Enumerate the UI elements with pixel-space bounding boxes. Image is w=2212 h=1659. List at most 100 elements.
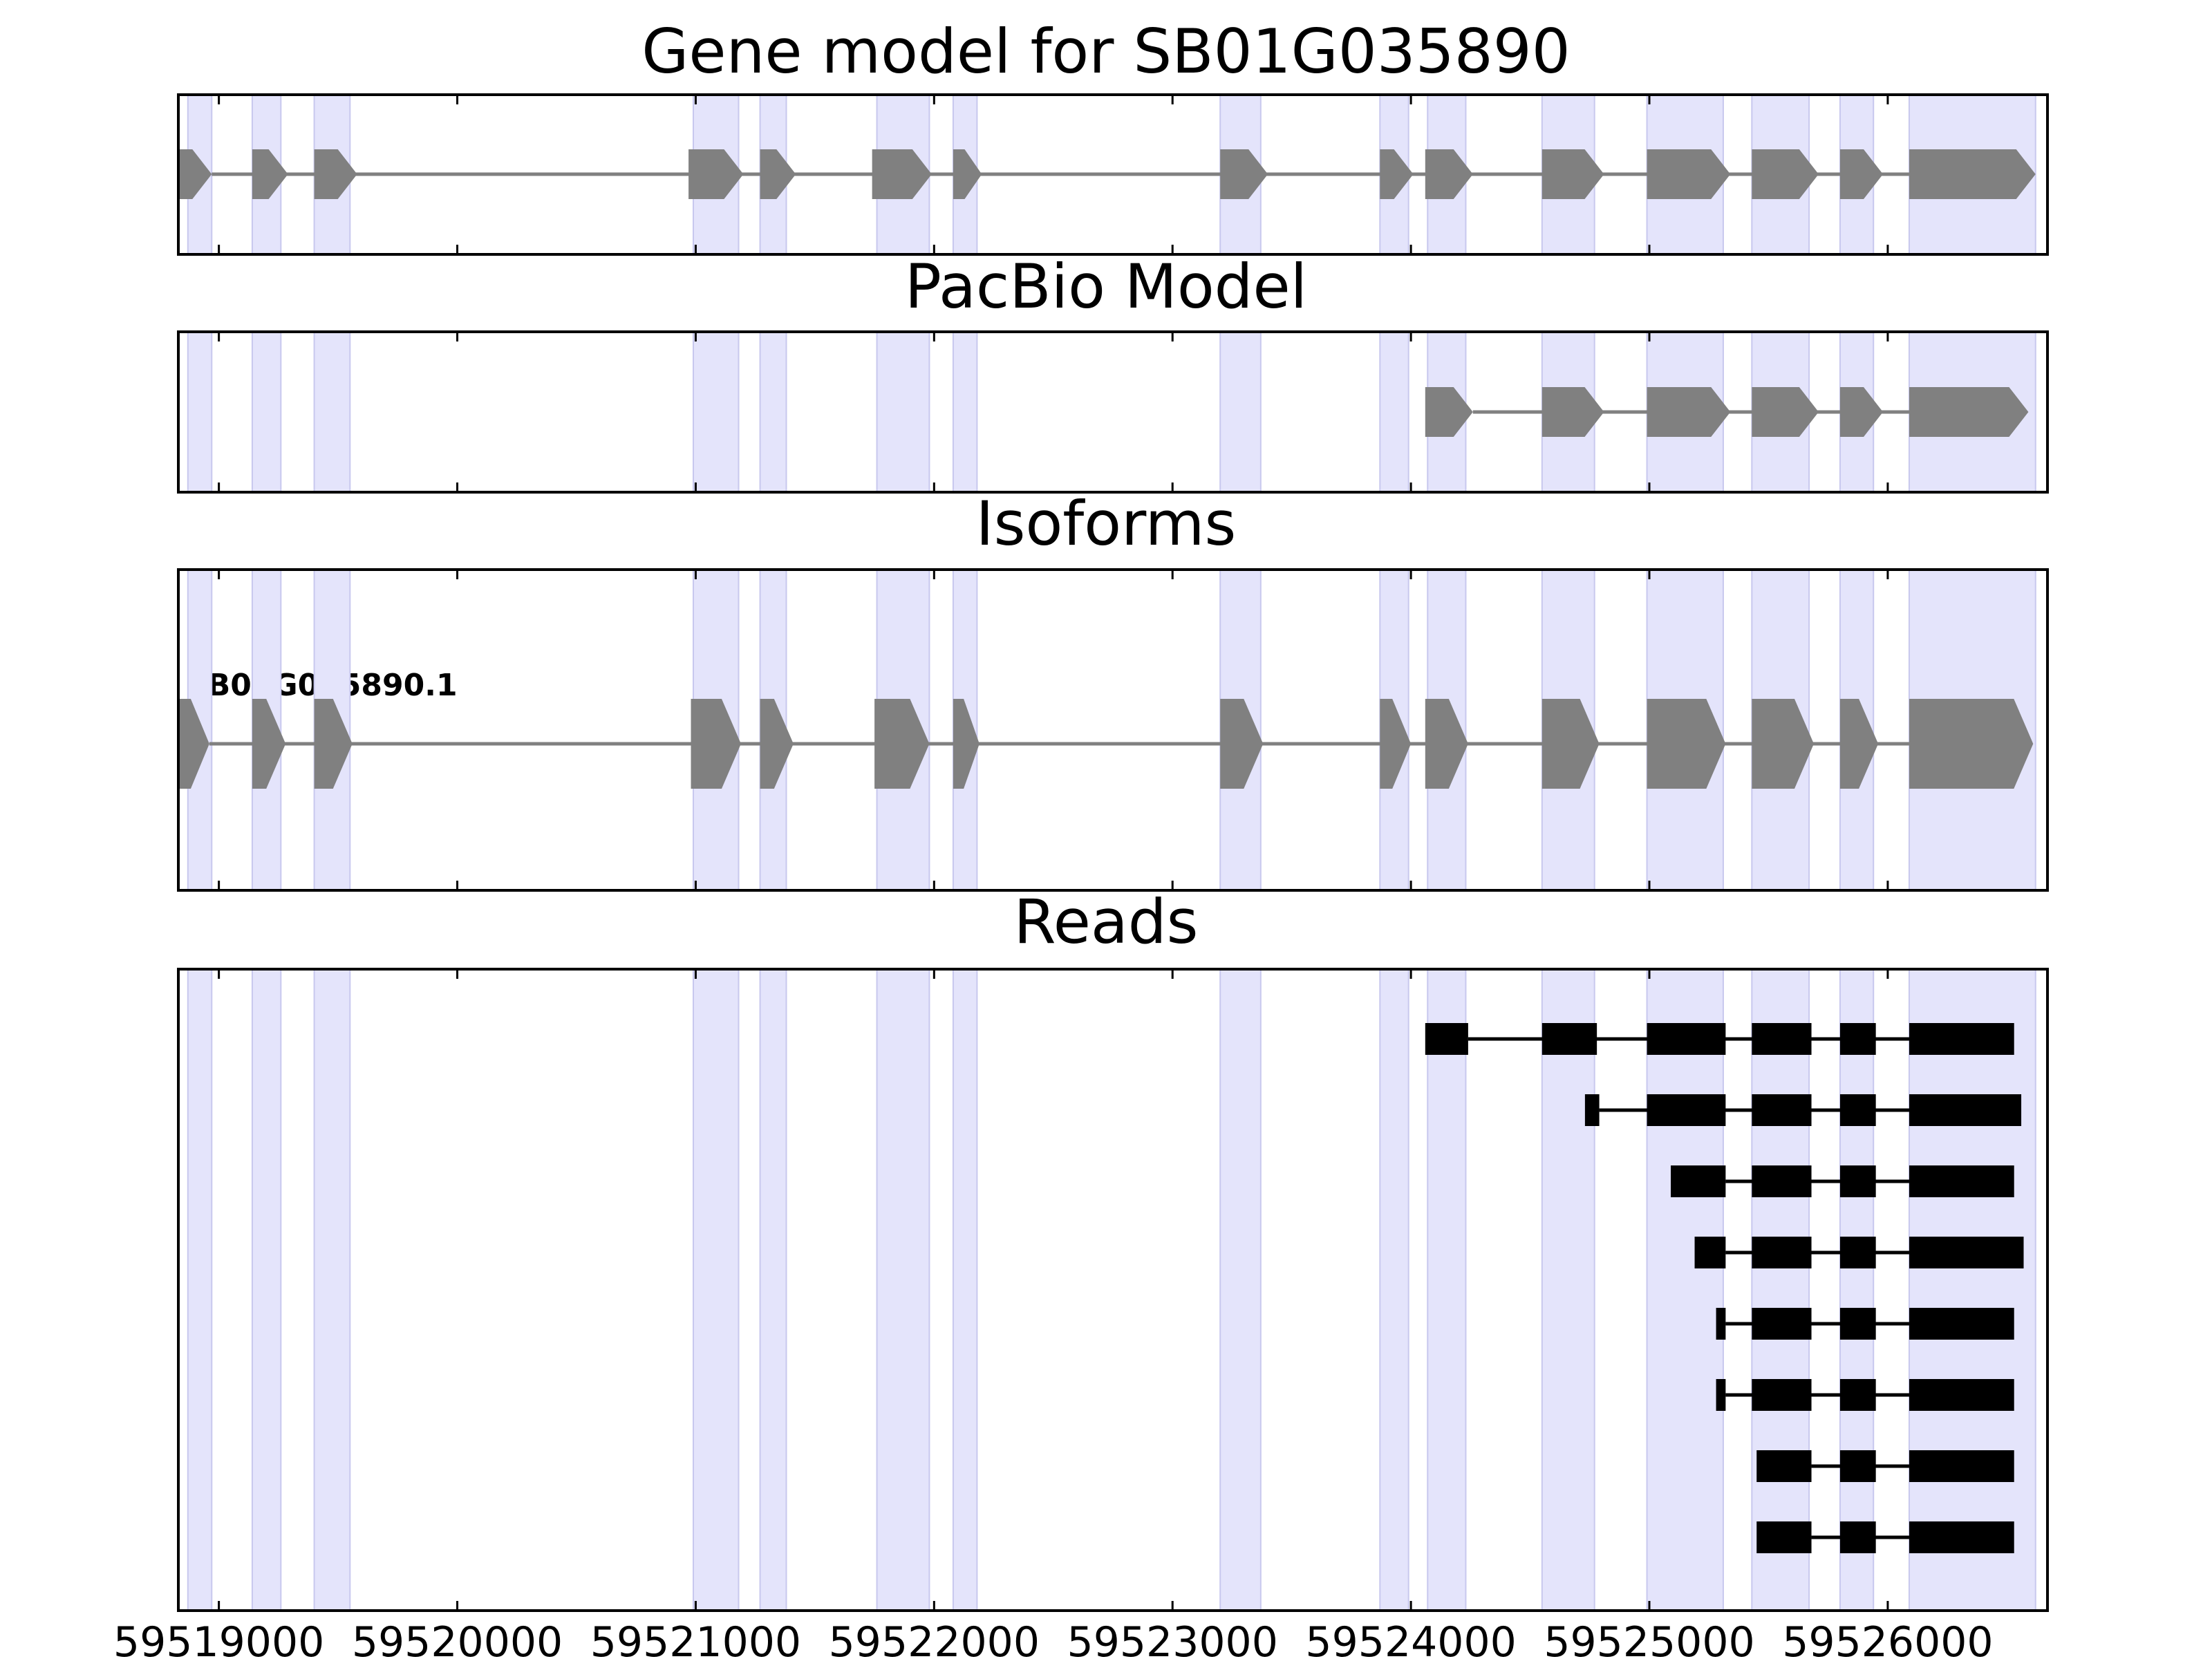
exon-band [187,968,213,1611]
read-exon [1647,1023,1726,1055]
read-exon [1909,1521,2014,1553]
read-exon [1584,1094,1600,1126]
read-exon [1752,1308,1812,1340]
read-exon [1839,1521,1876,1553]
exon-band [876,331,930,493]
read-exon [1752,1094,1812,1126]
exon-arrow [1839,699,1879,789]
read-exon [1909,1165,2014,1197]
exon-arrow [1647,387,1731,437]
exon-arrow [1752,699,1814,789]
reads-frame [177,968,2049,1612]
exon-arrow [688,149,744,199]
exon-band [1379,968,1409,1611]
read-track [1671,1165,2014,1197]
read-exon [1716,1379,1726,1411]
exon-arrow [953,699,980,789]
exon-band [1751,968,1810,1611]
exon-arrow [1220,149,1268,199]
exon-band [1646,968,1724,1611]
read-exon [1752,1165,1812,1197]
pacbio-model-title: PacBio Model [905,251,1307,322]
x-tick-label: 59524000 [1305,1618,1516,1659]
exon-arrow [314,699,353,789]
exon-arrow [1752,387,1819,437]
read-exon [1839,1237,1876,1268]
exon-band [876,968,930,1611]
exon-band [692,968,740,1611]
gene-model-frame [177,93,2049,256]
read-exon [1839,1165,1876,1197]
read-exon [1839,1094,1876,1126]
exon-arrow [1909,149,2036,199]
exon-arrow [1425,387,1473,437]
exon-band [1379,331,1409,493]
exon-band [692,331,740,493]
exon-band [1219,331,1262,493]
exon-band [952,331,978,493]
x-tick-label: 59523000 [1067,1618,1278,1659]
exon-arrow [1909,699,2034,789]
exon-band [1541,968,1595,1611]
exon-band [313,968,351,1611]
read-track [1756,1450,2014,1482]
read-exon [1752,1023,1812,1055]
exon-arrow [252,699,286,789]
generated-layers [177,93,2049,1612]
isoforms-panel [177,568,2049,892]
read-exon [1839,1023,1876,1055]
reads-panel [177,968,2049,1612]
exon-arrow [1541,149,1604,199]
exon-arrow [1909,387,2029,437]
reads-title: Reads [1014,886,1199,957]
exon-arrow [760,149,796,199]
x-tick-label: 59519000 [113,1618,324,1659]
read-track [1425,1023,2014,1055]
read-track [1716,1379,2014,1411]
exon-arrow [178,149,212,199]
transcript-track [1425,387,2029,437]
x-tick-label: 59526000 [1782,1618,1993,1659]
read-exon [1756,1521,1812,1553]
exon-arrow [1839,149,1884,199]
exon-arrow [691,699,741,789]
exon-arrow [1752,149,1819,199]
read-track [1716,1308,2014,1340]
read-track [1756,1521,2014,1553]
gene-model-title: Gene model for SB01G035890 [641,16,1571,87]
read-exon [1909,1094,2022,1126]
exon-arrow [252,149,288,199]
x-tick-label: 59521000 [590,1618,801,1659]
exon-band [251,331,282,493]
exon-arrow [953,149,982,199]
read-track [1584,1094,2022,1126]
x-tick-label: 59525000 [1544,1618,1754,1659]
read-exon [1752,1237,1812,1268]
exon-arrow [1541,387,1604,437]
transcript-track [178,699,2034,789]
exon-arrow [178,699,209,789]
read-exon [1752,1379,1812,1411]
read-exon [1909,1023,2014,1055]
x-tick-label: 59520000 [352,1618,563,1659]
pacbio-model-frame [177,330,2049,494]
read-exon [1671,1165,1726,1197]
exon-arrow [1380,699,1412,789]
read-exon [1909,1308,2014,1340]
exon-band [952,968,978,1611]
exon-arrow [1425,699,1468,789]
read-exon [1909,1450,2014,1482]
exon-arrow [872,149,932,199]
exon-arrow [760,699,794,789]
exon-arrow [1839,387,1884,437]
read-exon [1909,1237,2024,1268]
exon-band [759,331,787,493]
exon-arrow [1380,149,1414,199]
read-exon [1647,1094,1726,1126]
exon-band [251,968,282,1611]
gene-model-panel [177,93,2049,256]
exon-arrow [1425,149,1473,199]
exon-band [313,331,351,493]
